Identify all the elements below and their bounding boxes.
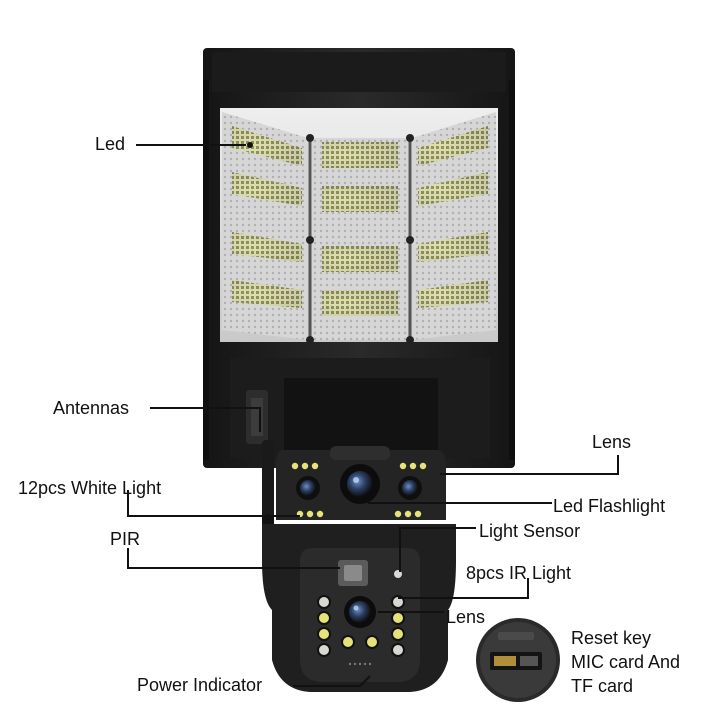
camera-upper-module bbox=[276, 446, 446, 520]
lower-housing bbox=[230, 358, 490, 458]
label-card-slot: Reset key MIC card And TF card bbox=[571, 626, 680, 698]
power-indicator-leds bbox=[341, 635, 379, 649]
speaker-grille bbox=[348, 662, 372, 666]
label-led-flashlight: Led Flashlight bbox=[553, 496, 666, 516]
label-led: Led bbox=[95, 134, 126, 154]
lower-lens bbox=[344, 596, 376, 628]
label-ir-light: 8pcs IR Light bbox=[466, 563, 572, 583]
label-lens-bottom: Lens bbox=[446, 607, 486, 627]
led-strips-center bbox=[322, 142, 398, 316]
label-pir: PIR bbox=[110, 529, 141, 549]
label-tf-card: TF card bbox=[571, 676, 634, 696]
leader-lines bbox=[127, 142, 619, 687]
label-mic-card: MIC card And bbox=[571, 652, 681, 672]
label-light-sensor: Light Sensor bbox=[479, 521, 581, 541]
label-power-indicator: Power Indicator bbox=[137, 675, 263, 695]
card-slot-inset bbox=[476, 618, 560, 702]
label-antennas: Antennas bbox=[53, 398, 130, 418]
led-strips-right bbox=[418, 126, 488, 308]
label-reset-key: Reset key bbox=[571, 628, 652, 648]
led-strips-left bbox=[232, 126, 302, 308]
ir-leds bbox=[317, 595, 405, 657]
label-lens-top: Lens bbox=[592, 432, 632, 452]
label-white-light: 12pcs White Light bbox=[18, 478, 162, 498]
white-light-leds bbox=[291, 462, 427, 518]
led-panel bbox=[220, 108, 498, 344]
pir-sensor bbox=[338, 560, 368, 586]
